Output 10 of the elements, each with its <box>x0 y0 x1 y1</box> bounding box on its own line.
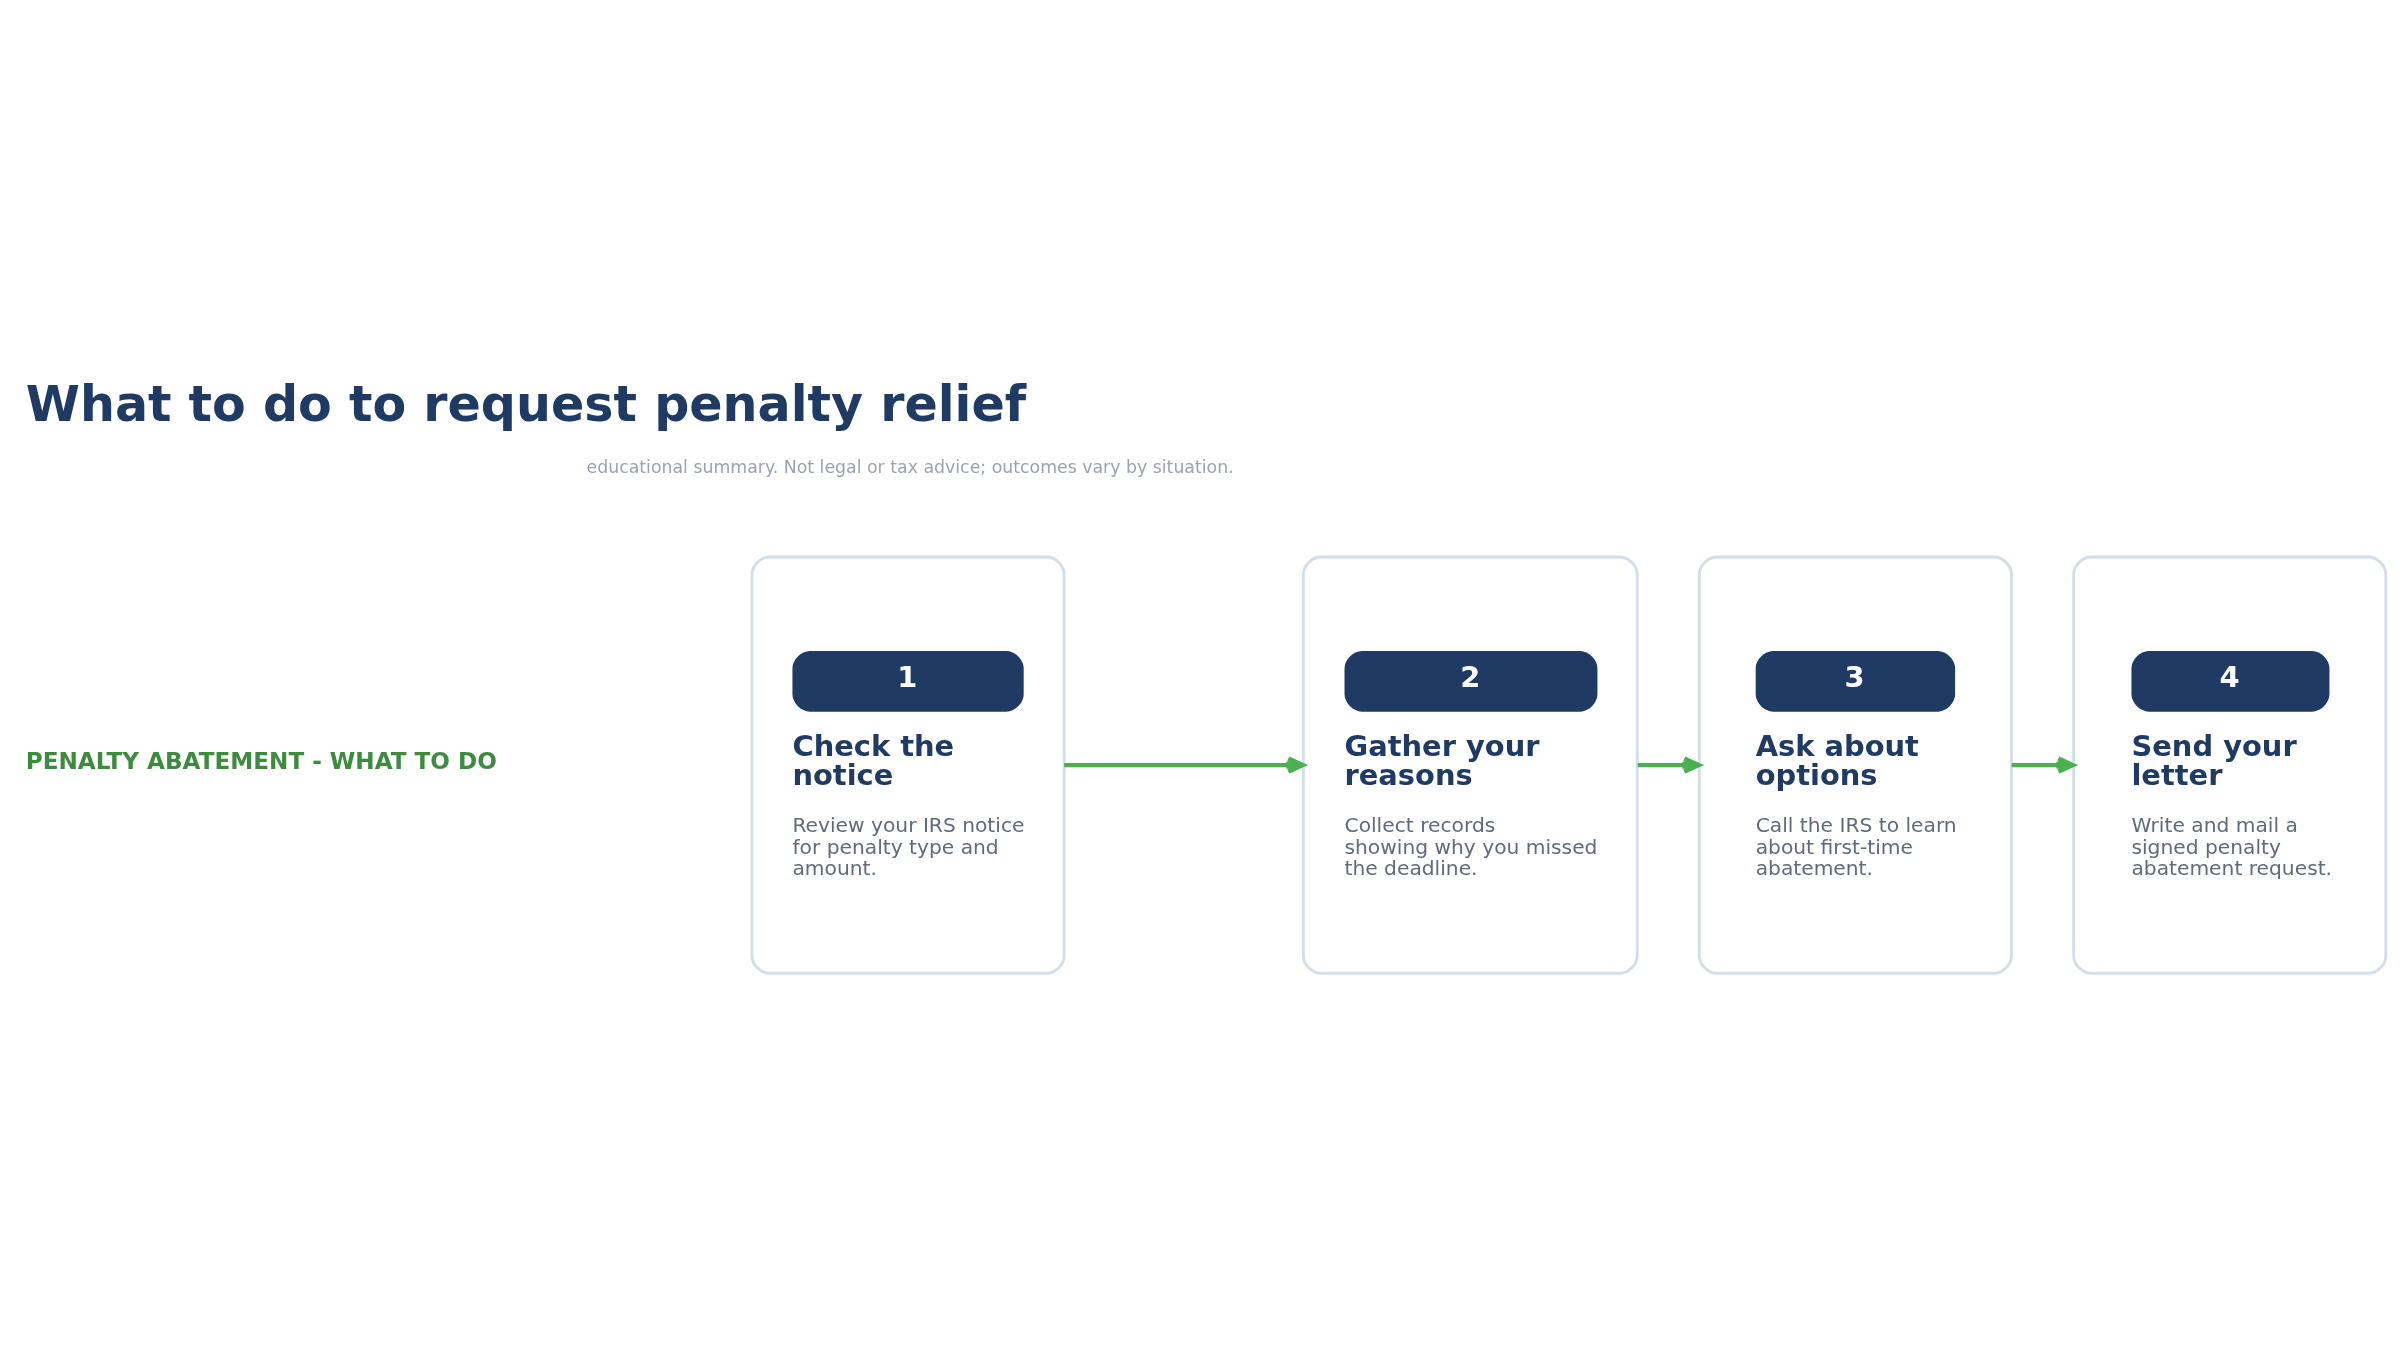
label: educational summary. Not legal or tax advice; outcomes vary by situation. <box>586 456 1234 477</box>
node-box: 4 Send your letter Write and mail a signed penalty abatement request. <box>2072 555 2388 975</box>
label: PENALTY ABATEMENT - WHAT TO DO <box>25 747 497 774</box>
arrow <box>1637 755 1702 774</box>
arrow <box>2011 755 2076 774</box>
node-box: 3 Ask about options Call the IRS to learn about first-time abatement. <box>1697 555 2013 975</box>
node-box: 2 Gather your reasons Collect records showing why you missed the deadline. <box>1301 555 1639 975</box>
diagram-title: What to do to request penalty relief <box>25 374 1027 433</box>
arrow <box>1064 755 1306 774</box>
node-box: 1 Check the notice Review your IRS notice for penalty type and amount. <box>750 555 1066 975</box>
